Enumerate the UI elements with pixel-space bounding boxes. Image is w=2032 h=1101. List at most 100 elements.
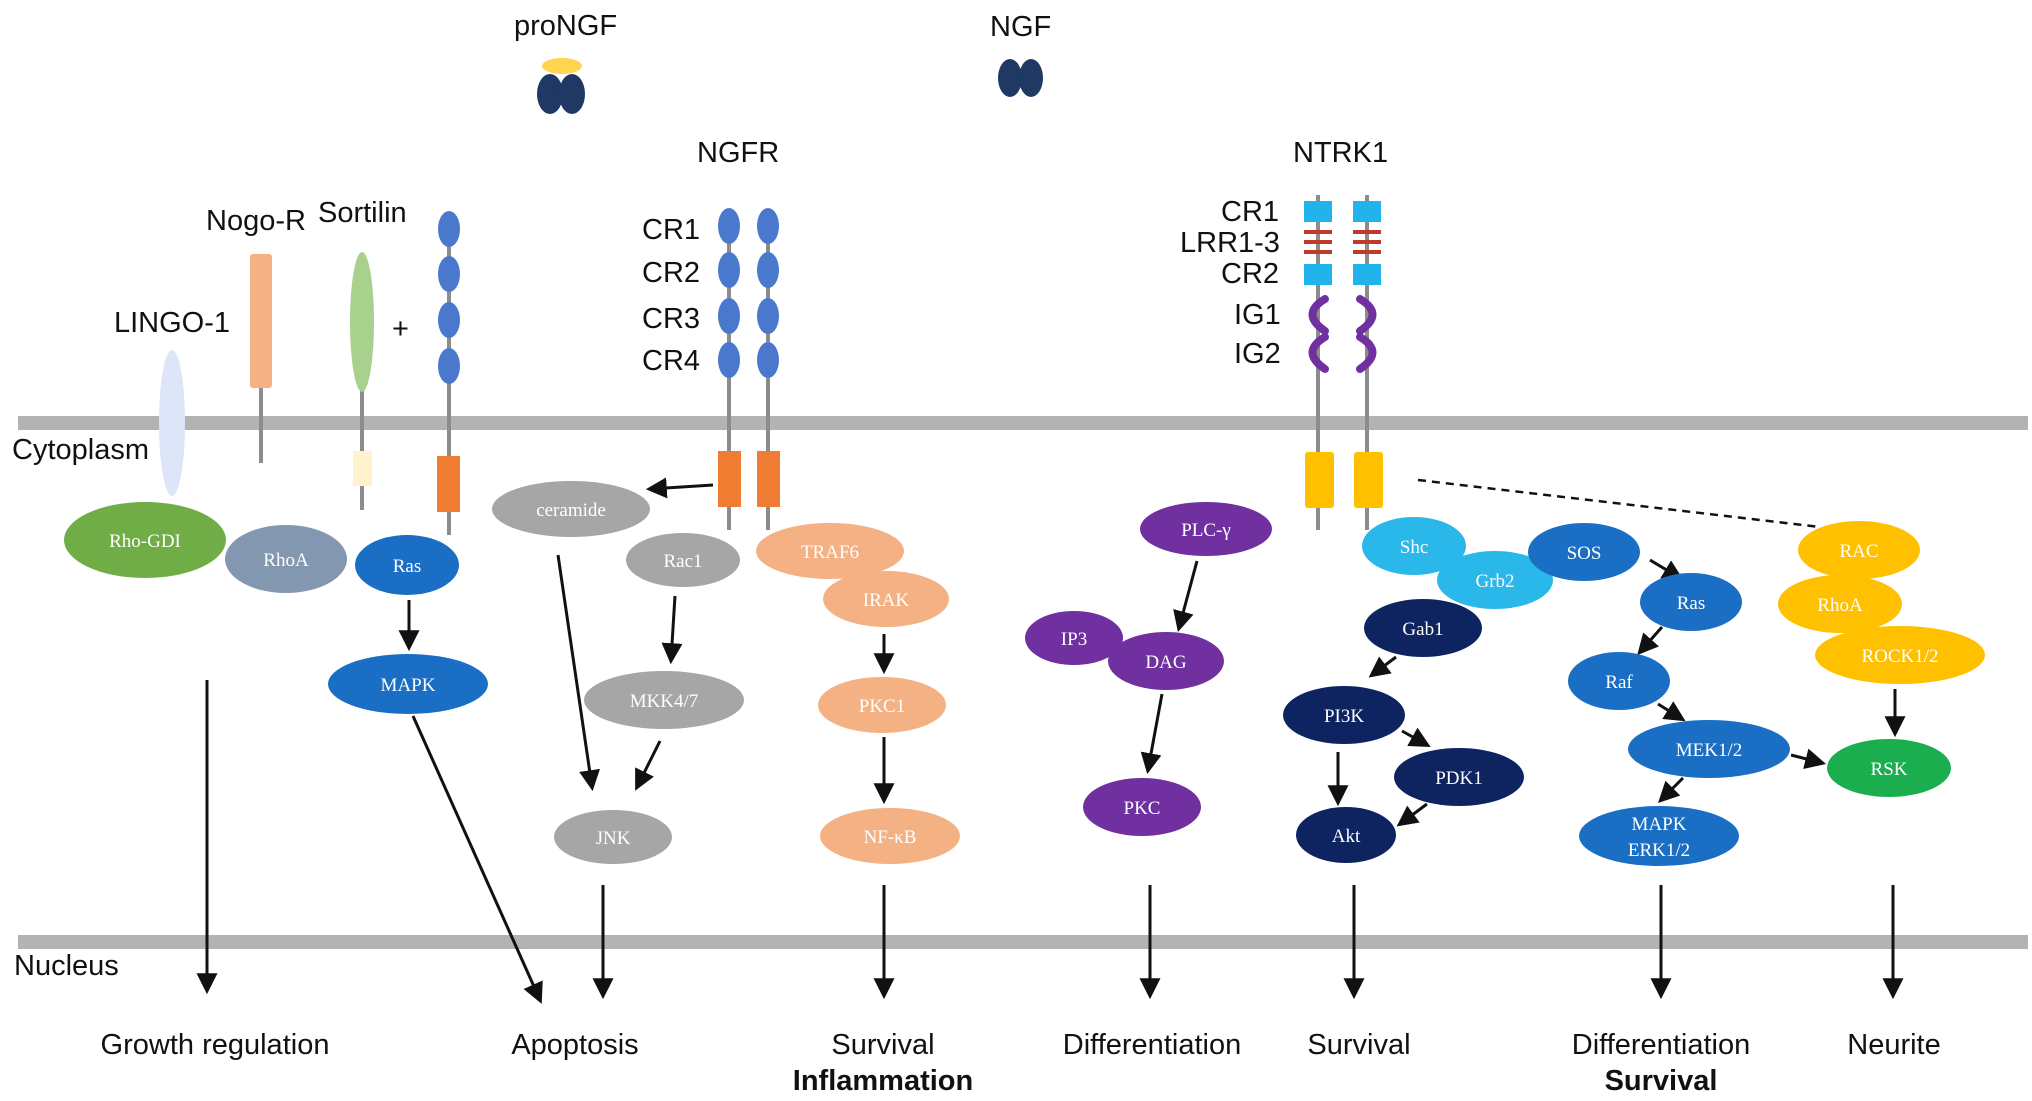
ngfr-label: NGFR xyxy=(697,137,779,169)
node-pi3k: PI3K xyxy=(1283,686,1405,744)
ntrk1-label: NTRK1 xyxy=(1293,137,1388,169)
arrow-ceramide-to-jnk xyxy=(556,554,600,792)
node-traf6: TRAF6 xyxy=(756,523,904,579)
node-shc: Shc xyxy=(1362,517,1466,575)
ntrk1-left-lrr-3 xyxy=(1304,250,1332,254)
node-ceramide: ceramide xyxy=(492,481,650,537)
arrow-mek12-to-mapk-erk xyxy=(1658,776,1685,803)
node-mek12-label: MEK1/2 xyxy=(1676,740,1743,761)
ngfr-domain-cr3: CR3 xyxy=(642,303,700,335)
node-mkk47-label: MKK4/7 xyxy=(630,691,699,712)
node-rho-gdi-label: Rho-GDI xyxy=(109,531,181,552)
node-ip3: IP3 xyxy=(1025,611,1123,665)
ngfr-right-cr1 xyxy=(757,208,779,244)
prongf-dimer-right-icon xyxy=(559,74,585,114)
sortilin-intracellular-domain xyxy=(353,451,372,486)
node-ras-left-label: Ras xyxy=(393,556,422,577)
sortilin-stalk xyxy=(360,385,364,510)
ngfr-left-cr4 xyxy=(718,342,740,378)
node-pdk1-label: PDK1 xyxy=(1435,768,1483,789)
node-pkc: PKC xyxy=(1083,778,1201,836)
node-ras-left: Ras xyxy=(355,535,459,595)
ngfr-right-cr3 xyxy=(757,298,779,334)
arrow-plcg-to-dag xyxy=(1173,560,1199,633)
cytoplasm-label: Cytoplasm xyxy=(12,434,149,466)
node-akt: Akt xyxy=(1296,807,1396,863)
arrow-mek12-to-rsk xyxy=(1790,748,1827,769)
node-ceramide-label: ceramide xyxy=(536,500,606,521)
node-sos: SOS xyxy=(1528,523,1640,581)
ntrk1-domain-ig1: IG1 xyxy=(1234,299,1281,331)
ntrk1-left-cr1 xyxy=(1304,201,1332,222)
ntrk1-right-cr1 xyxy=(1353,201,1381,222)
ntrk1-right-ig2 xyxy=(1356,333,1377,373)
node-ras-right-label: Ras xyxy=(1677,593,1706,614)
ntrk1-left-ig1 xyxy=(1308,295,1329,335)
node-irak-label: IRAK xyxy=(863,590,910,611)
node-rac1: Rac1 xyxy=(626,533,740,587)
arrow-ngfr-to-ceramide xyxy=(645,477,714,499)
ntrk1-left-kinase-domain xyxy=(1305,452,1334,508)
sortilin-label: Sortilin xyxy=(318,197,407,229)
node-rsk: RSK xyxy=(1827,739,1951,797)
ntrk1-right-kinase-domain xyxy=(1354,452,1383,508)
outcome-survival-3: Survival xyxy=(1605,1065,1718,1097)
node-pkc1-label: PKC1 xyxy=(859,696,905,717)
lingo1-receptor xyxy=(159,350,185,496)
node-grb2: Grb2 xyxy=(1437,551,1553,609)
plus-sign: + xyxy=(392,313,409,345)
node-rock12: ROCK1/2 xyxy=(1815,626,1985,684)
ntrk1-domain-lrr1-3: LRR1-3 xyxy=(1180,227,1280,259)
outcome-differentiation-2: Differentiation xyxy=(1572,1029,1750,1061)
node-rock12-label: ROCK1/2 xyxy=(1861,646,1938,667)
arrow-ras-to-raf xyxy=(1637,626,1664,656)
arrow-dag-to-pkc xyxy=(1140,693,1164,775)
node-mapk-erk-label-bottom: ERK1/2 xyxy=(1628,840,1690,861)
node-mek12: MEK1/2 xyxy=(1628,720,1790,778)
outcome-survival-2: Survival xyxy=(1307,1029,1410,1061)
node-gab1: Gab1 xyxy=(1364,599,1482,657)
outcome-apoptosis: Apoptosis xyxy=(511,1029,638,1061)
outcome-differentiation-1: Differentiation xyxy=(1063,1029,1241,1061)
arrow-mkk47-to-jnk xyxy=(635,740,662,791)
lingo1-label: LINGO-1 xyxy=(114,307,230,339)
node-traf6-label: TRAF6 xyxy=(801,542,859,563)
arrow-mapk-to-apoptosis xyxy=(411,715,543,1004)
node-jnk: JNK xyxy=(554,810,672,864)
node-gab1-label: Gab1 xyxy=(1402,619,1443,640)
node-mapk-erk-label-top: MAPK xyxy=(1632,814,1687,835)
ntrk1-domain-ig2: IG2 xyxy=(1234,338,1281,370)
ngfr-left-cr3 xyxy=(718,298,740,334)
ngfr-domain-cr1: CR1 xyxy=(642,214,700,246)
ngfr-sortilin-death-domain xyxy=(437,456,460,512)
prongf-dimer-left-icon xyxy=(537,74,563,114)
ntrk1-domain-cr2: CR2 xyxy=(1221,258,1279,290)
outcome-neurite: Neurite xyxy=(1847,1029,1941,1061)
ntrk1-right-lrr-1 xyxy=(1353,230,1381,234)
arrow-pi3k-to-pdk1 xyxy=(1401,727,1431,748)
node-rhoa-left: RhoA xyxy=(225,525,347,593)
ngfr-left-cr1 xyxy=(718,208,740,244)
arrow-gab1-to-pi3k xyxy=(1368,655,1397,678)
node-rsk-label: RSK xyxy=(1871,759,1908,780)
outcome-survival-1: Survival xyxy=(831,1029,934,1061)
arrow-raf-to-mek12 xyxy=(1657,701,1686,722)
ntrk1-left-ig2 xyxy=(1308,333,1329,373)
nogo-r-stalk xyxy=(259,385,263,463)
prongf-propeptide-icon xyxy=(542,58,582,74)
node-pkc-label: PKC xyxy=(1124,798,1161,819)
node-pdk1: PDK1 xyxy=(1394,748,1524,806)
outcome-inflammation: Inflammation xyxy=(793,1065,973,1097)
ngfr-sortilin-cr1 xyxy=(438,211,460,247)
node-irak: IRAK xyxy=(823,571,949,627)
node-mapk-erk: MAPK ERK1/2 xyxy=(1579,806,1739,866)
ntrk1-right-cr2 xyxy=(1353,264,1381,285)
outcome-growth-regulation: Growth regulation xyxy=(101,1029,330,1061)
node-jnk-label: JNK xyxy=(596,828,631,849)
node-ras-right: Ras xyxy=(1640,573,1742,631)
plasma-membrane xyxy=(18,416,2028,430)
nogo-r-label: Nogo-R xyxy=(206,205,306,237)
ntrk1-domain-cr1: CR1 xyxy=(1221,196,1279,228)
node-dag: DAG xyxy=(1108,632,1224,690)
